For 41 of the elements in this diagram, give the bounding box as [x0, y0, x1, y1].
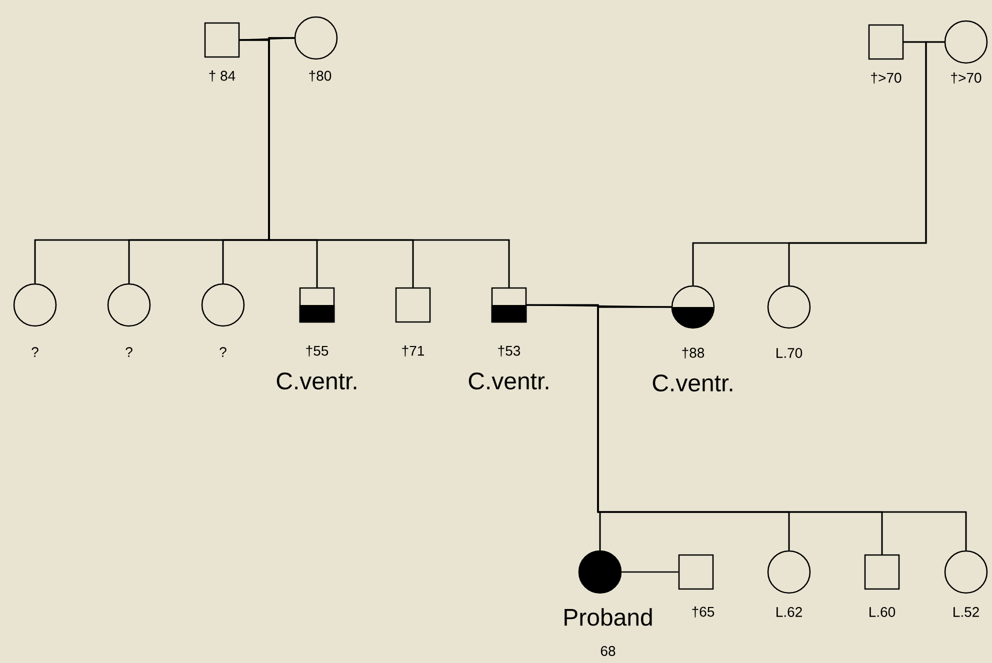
person-label: †>70 — [951, 72, 982, 84]
pedigree-line — [240, 37, 294, 41]
square-symbol — [299, 287, 335, 323]
square-symbol — [868, 24, 904, 60]
person-label: ? — [32, 347, 38, 357]
person-label: †>70 — [871, 72, 902, 84]
person-label: †71 — [402, 345, 424, 357]
circle-symbol — [944, 20, 988, 64]
person-label: ? — [220, 347, 226, 357]
person-label: L.62 — [776, 607, 802, 617]
person-label: ? — [126, 347, 132, 357]
person-label: C.ventr. — [652, 374, 732, 392]
square-symbol — [864, 554, 900, 590]
person-label: C.ventr. — [468, 372, 548, 390]
person-label: †80 — [309, 70, 332, 82]
person-label: †88 — [682, 347, 704, 359]
person-label: L.70 — [776, 348, 802, 358]
pedigree-line — [622, 571, 678, 573]
person-label: 68 — [600, 646, 616, 656]
square-symbol — [395, 287, 431, 323]
person-label: †65 — [692, 606, 714, 618]
circle-symbol — [13, 283, 57, 327]
circle-symbol — [767, 550, 811, 594]
person-label: L.60 — [870, 607, 896, 617]
circle-symbol — [671, 285, 715, 329]
circle-symbol — [294, 16, 338, 60]
square-symbol — [491, 287, 527, 323]
circle-symbol — [944, 550, 988, 594]
pedigree-line — [597, 306, 967, 550]
square-symbol — [204, 22, 240, 58]
person-label: † 84 — [209, 70, 236, 82]
person-label: †55 — [306, 345, 328, 357]
square-symbol — [678, 554, 714, 590]
person-label: C.ventr. — [276, 372, 356, 390]
person-label: †53 — [498, 345, 520, 357]
circle-symbol — [578, 550, 622, 594]
circle-symbol — [201, 283, 245, 327]
circle-symbol — [767, 285, 811, 329]
person-label: L.52 — [954, 607, 979, 617]
circle-symbol — [107, 283, 151, 327]
person-label: Proband — [564, 608, 652, 626]
